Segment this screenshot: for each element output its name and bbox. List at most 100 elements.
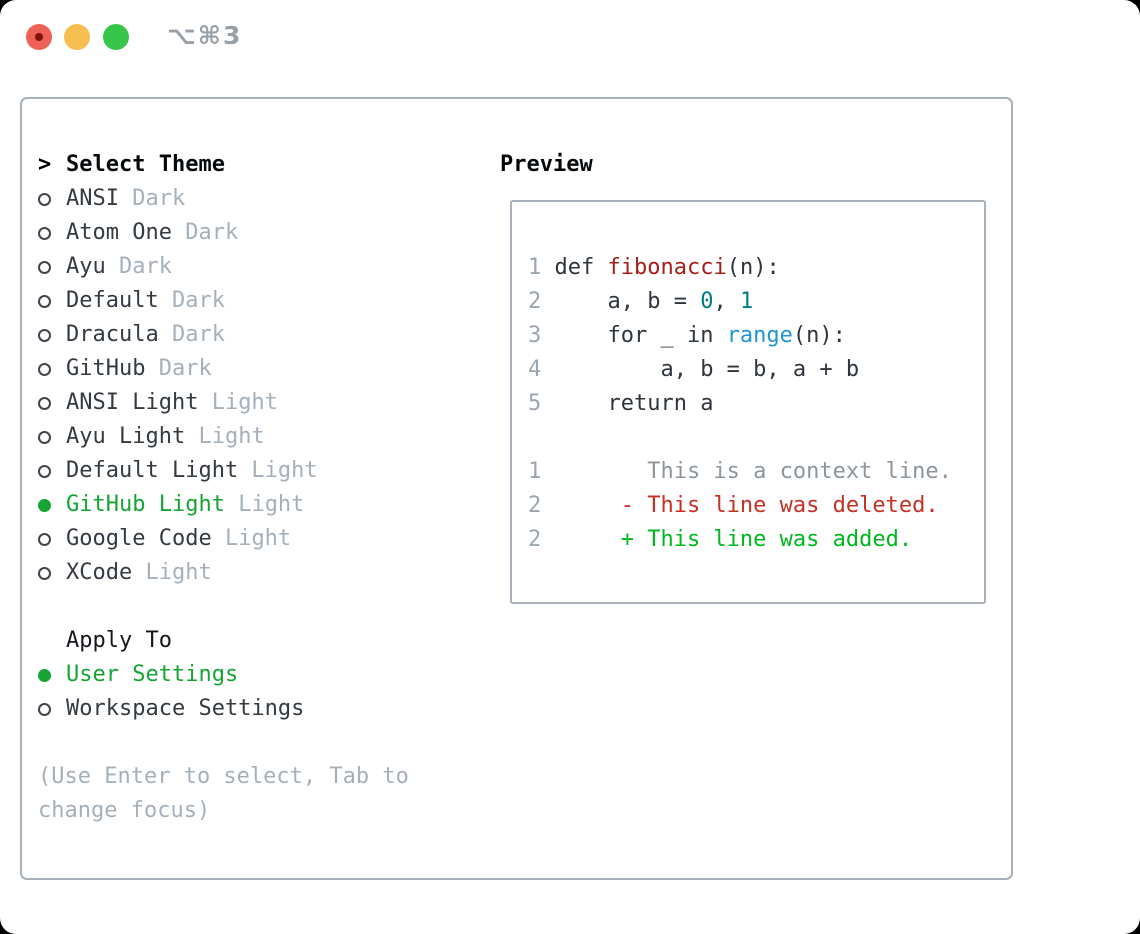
- line-number: 4: [528, 357, 542, 382]
- option-variant-label: Light: [238, 458, 318, 483]
- option-label: User Settings: [66, 662, 239, 687]
- spacer: [38, 726, 488, 760]
- option-variant-label: Light: [185, 424, 265, 449]
- code-token-deleted: - This line was deleted.: [541, 493, 939, 518]
- code-line: 4 a, b = b, a + b: [528, 353, 984, 387]
- code-token-plain: ,: [713, 289, 740, 314]
- close-button[interactable]: [26, 24, 52, 50]
- radio-icon: [38, 294, 51, 308]
- prompt-icon: >: [38, 152, 52, 177]
- option-label: Workspace Settings: [66, 696, 305, 721]
- option-variant-label: Dark: [145, 356, 212, 381]
- radio-marker: [38, 328, 66, 342]
- option-variant-label: Light: [198, 390, 278, 415]
- radio-icon: [38, 260, 51, 274]
- option-variant-label: Light: [132, 560, 212, 585]
- radio-icon: [38, 430, 51, 444]
- code-line: 1 This is a context line.: [528, 455, 984, 489]
- code-token-added: + This line was added.: [541, 527, 913, 552]
- theme-option-ansi[interactable]: ANSI Dark: [38, 182, 488, 216]
- radio-icon: [38, 464, 51, 478]
- radio-marker: [38, 294, 66, 308]
- code-token-func: fibonacci: [607, 255, 727, 280]
- code-line: 2 a, b = 0, 1: [528, 285, 984, 319]
- theme-option-ayu[interactable]: Ayu Dark: [38, 250, 488, 284]
- keyboard-hint: (Use Enter to select, Tab to change focu…: [38, 764, 409, 823]
- maximize-button[interactable]: [103, 24, 129, 50]
- code-token-num: 1: [739, 289, 754, 314]
- option-label: ANSI: [66, 186, 119, 211]
- radio-marker: [38, 260, 66, 274]
- preview-header: Preview: [500, 152, 593, 177]
- theme-option-ansi-light[interactable]: ANSI Light Light: [38, 386, 488, 420]
- select-theme-header-row: > Select Theme: [38, 148, 488, 182]
- focus-marker: >: [38, 148, 66, 182]
- theme-option-default-light[interactable]: Default Light Light: [38, 454, 488, 488]
- titlebar: ⌥⌘3: [0, 0, 1140, 70]
- radio-icon: [38, 702, 51, 716]
- radio-marker: [38, 668, 66, 682]
- radio-icon: [38, 566, 51, 580]
- spacer: [38, 590, 488, 624]
- option-label: GitHub: [66, 356, 146, 381]
- option-label: Dracula: [66, 322, 159, 347]
- code-line: 3 for _ in range(n):: [528, 319, 984, 353]
- code-token-builtin: range: [726, 323, 793, 348]
- radio-marker: [38, 226, 66, 240]
- line-number: 5: [528, 391, 542, 416]
- theme-option-default[interactable]: Default Dark: [38, 284, 488, 318]
- radio-icon: [38, 362, 51, 376]
- code-line: 2 + This line was added.: [528, 523, 984, 557]
- theme-option-atom-one[interactable]: Atom One Dark: [38, 216, 488, 250]
- option-label: GitHub Light: [66, 492, 225, 517]
- theme-option-xcode[interactable]: XCode Light: [38, 556, 488, 590]
- theme-option-ayu-light[interactable]: Ayu Light Light: [38, 420, 488, 454]
- code-token-context: This is a context line.: [541, 459, 952, 484]
- option-label: XCode: [66, 560, 133, 585]
- apply-to-header: Apply To: [66, 628, 172, 653]
- code-token-plain: a, b = b, a + b: [541, 357, 860, 382]
- option-variant-label: Light: [224, 492, 305, 517]
- radio-icon: [38, 328, 51, 342]
- code-token-plain: a, b =: [541, 289, 701, 314]
- code-token-plain: def: [541, 255, 608, 280]
- radio-selected-icon: [38, 498, 51, 512]
- select-theme-header: Select Theme: [66, 152, 225, 177]
- line-number: 2: [528, 289, 542, 314]
- radio-marker: [38, 192, 66, 206]
- line-number: 2: [528, 527, 542, 552]
- apply-option-user-settings[interactable]: User Settings: [38, 658, 488, 692]
- theme-option-dracula[interactable]: Dracula Dark: [38, 318, 488, 352]
- theme-option-github[interactable]: GitHub Dark: [38, 352, 488, 386]
- option-variant-label: Dark: [171, 220, 239, 245]
- option-variant-label: Dark: [118, 186, 186, 211]
- option-label: ANSI Light: [66, 390, 199, 415]
- radio-marker: [38, 532, 66, 546]
- option-label: Default Light: [66, 458, 239, 483]
- apply-option-workspace-settings[interactable]: Workspace Settings: [38, 692, 488, 726]
- unsaved-dot-icon: [35, 33, 43, 41]
- radio-marker: [38, 566, 66, 580]
- theme-option-github-light[interactable]: GitHub Light Light: [38, 488, 488, 522]
- line-number: 1: [528, 255, 542, 280]
- radio-icon: [38, 226, 51, 240]
- code-token-num: 0: [700, 289, 714, 314]
- code-token-plain: (n):: [792, 323, 846, 348]
- option-label: Default: [66, 288, 159, 313]
- radio-marker: [38, 464, 66, 478]
- radio-marker: [38, 430, 66, 444]
- minimize-button[interactable]: [64, 24, 90, 50]
- code-line: 1 def fibonacci(n):: [528, 251, 984, 285]
- option-label: Atom One: [66, 220, 172, 245]
- option-label: Ayu Light: [66, 424, 186, 449]
- window-title: ⌥⌘3: [167, 21, 243, 50]
- theme-option-google-code[interactable]: Google Code Light: [38, 522, 488, 556]
- radio-marker: [38, 362, 66, 376]
- option-label: Ayu: [66, 254, 106, 279]
